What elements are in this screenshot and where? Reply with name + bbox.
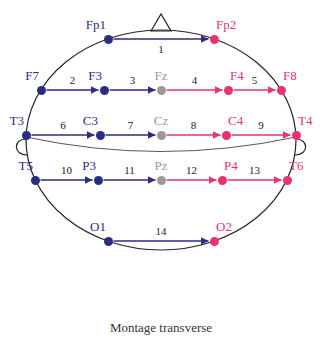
connector-arrow bbox=[228, 179, 282, 180]
electrode-label: P3 bbox=[82, 159, 96, 173]
electrode-label: T3 bbox=[10, 114, 24, 128]
channel-number: 4 bbox=[192, 74, 198, 86]
electrode-label: Fp1 bbox=[86, 18, 106, 32]
channel-number: 9 bbox=[258, 119, 264, 131]
channel-number: 1 bbox=[158, 43, 164, 55]
electrode-dot: P4 bbox=[218, 176, 227, 185]
electrode-label: P4 bbox=[224, 159, 238, 173]
channel-number: 2 bbox=[70, 74, 76, 86]
electrode-label: F4 bbox=[230, 69, 244, 83]
connector-arrow bbox=[114, 38, 209, 39]
connector-arrow bbox=[167, 179, 217, 180]
head-outline bbox=[26, 30, 296, 250]
electrode-dot: F3 bbox=[100, 86, 109, 95]
channel-number: 6 bbox=[60, 119, 66, 131]
figure-caption: Montage transverse bbox=[0, 320, 322, 335]
electrode-dot: T6 bbox=[283, 176, 292, 185]
electrode-label: T5 bbox=[19, 159, 33, 173]
electrode-dot: Fp2 bbox=[210, 35, 219, 44]
connector-arrow bbox=[32, 134, 95, 135]
electrode-dot: Pz bbox=[157, 176, 166, 185]
electrode-label: O1 bbox=[90, 220, 106, 234]
connector-arrow bbox=[110, 89, 156, 90]
channel-number: 11 bbox=[124, 164, 135, 176]
electrode-dot: P3 bbox=[94, 176, 103, 185]
ear-symbol bbox=[16, 139, 27, 155]
channel-number: 12 bbox=[186, 164, 197, 176]
channel-number: 8 bbox=[191, 119, 197, 131]
connector-arrow bbox=[104, 179, 156, 180]
ear-symbol bbox=[295, 139, 306, 155]
electrode-label: T6 bbox=[289, 159, 303, 173]
connector-arrow bbox=[167, 89, 223, 90]
channel-number: 7 bbox=[128, 119, 134, 131]
channel-number: 14 bbox=[156, 225, 167, 237]
electrode-label: F8 bbox=[283, 69, 297, 83]
channel-number: 3 bbox=[130, 74, 136, 86]
electrode-dot: Cz bbox=[157, 131, 166, 140]
electrode-label: Pz bbox=[155, 159, 168, 173]
electrode-label: Cz bbox=[154, 114, 168, 128]
electrode-label: Fz bbox=[155, 69, 168, 83]
electrode-dot: Fp1 bbox=[104, 35, 113, 44]
connector-arrow bbox=[41, 179, 93, 180]
connector-arrow bbox=[232, 134, 291, 135]
electrode-dot: O2 bbox=[210, 237, 219, 246]
electrode-label: C4 bbox=[228, 114, 243, 128]
electrode-dot: F4 bbox=[224, 86, 233, 95]
connector-arrow bbox=[106, 134, 156, 135]
electrode-dot: C4 bbox=[222, 131, 231, 140]
channel-number: 10 bbox=[61, 164, 72, 176]
electrode-label: O2 bbox=[216, 220, 232, 234]
connector-arrow bbox=[114, 240, 209, 241]
channel-number: 13 bbox=[249, 164, 260, 176]
connector-arrow bbox=[47, 89, 99, 90]
electrode-label: F7 bbox=[25, 69, 39, 83]
electrode-label: C3 bbox=[83, 114, 98, 128]
electrode-dot: F7 bbox=[37, 86, 46, 95]
electrode-dot: C3 bbox=[96, 131, 105, 140]
electrode-dot: T4 bbox=[292, 131, 301, 140]
connector-arrow bbox=[167, 134, 221, 135]
electrode-label: F3 bbox=[88, 69, 102, 83]
electrode-dot: Fz bbox=[157, 86, 166, 95]
electrode-label: T4 bbox=[298, 114, 312, 128]
electrode-label: Fp2 bbox=[216, 18, 236, 32]
electrode-dot: T5 bbox=[31, 176, 40, 185]
nose-symbol bbox=[151, 14, 171, 31]
channel-number: 5 bbox=[252, 74, 258, 86]
electrode-dot: O1 bbox=[104, 237, 113, 246]
electrode-dot: F8 bbox=[277, 86, 286, 95]
electrode-dot: T3 bbox=[22, 131, 31, 140]
connector-arrow bbox=[234, 89, 276, 90]
